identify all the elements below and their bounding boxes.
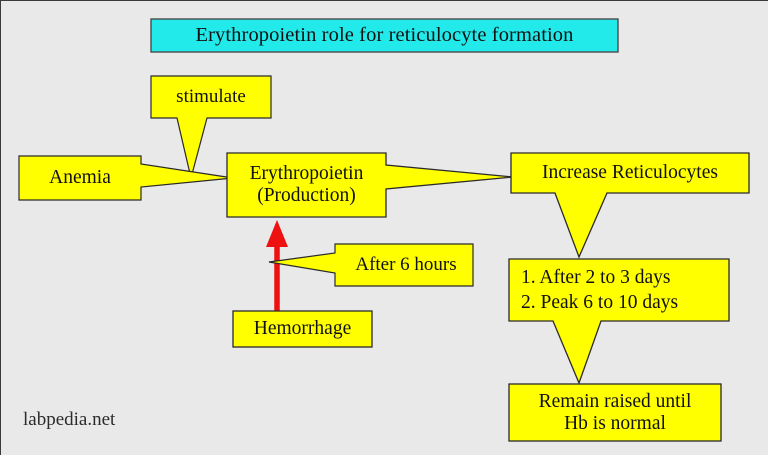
watermark: labpedia.net (23, 409, 116, 430)
anemia-callout-shape (18, 155, 234, 201)
stimulate-callout-shape (150, 75, 272, 179)
timing-list-callout-shape (508, 258, 730, 385)
increase-reticulocytes-callout-shape (510, 152, 750, 259)
hemorrhage-box-shape (232, 310, 373, 348)
remain-raised-box-shape (508, 383, 722, 442)
title-box (150, 18, 619, 53)
erythropoietin-callout-shape (226, 152, 514, 218)
after-6-hours-callout-shape (268, 243, 474, 287)
hemorrhage-arrow-icon (266, 220, 288, 312)
